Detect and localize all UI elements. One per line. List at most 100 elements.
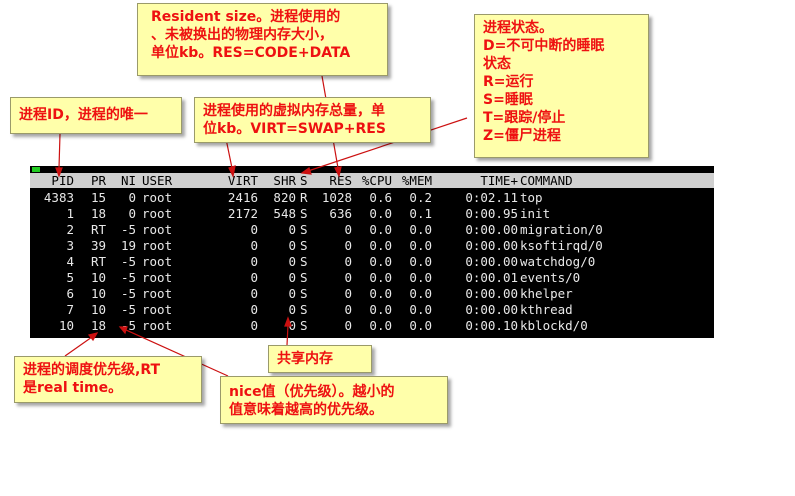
process-ni: -5 — [120, 318, 136, 333]
pid-callout: 进程ID，进程的唯一 — [10, 97, 182, 134]
process-pid: 4383 — [43, 190, 74, 205]
virt-callout-line: 位kb。VIRT=SWAP+RES — [203, 121, 386, 137]
process-pr: 18 — [90, 318, 106, 333]
process-mem: 0.0 — [409, 270, 432, 285]
shr-callout: 共享内存 — [268, 345, 372, 373]
res-callout-line: 单位kb。RES=CODE+DATA — [151, 45, 351, 61]
process-shr: 548 — [273, 206, 296, 221]
process-state: S — [300, 222, 308, 237]
process-command: kblockd/0 — [520, 318, 588, 333]
process-mem: 0.0 — [409, 302, 432, 317]
process-cpu: 0.0 — [369, 302, 392, 317]
process-shr: 0 — [288, 238, 296, 253]
pr-callout-line: 是real time。 — [23, 380, 123, 396]
process-state: S — [300, 238, 308, 253]
res-callout-line: Resident size。进程使用的 — [151, 9, 341, 25]
process-res: 0 — [344, 254, 352, 269]
ni-callout-line: nice值（优先级）。越小的 — [229, 384, 395, 400]
column-header-cpu: %CPU — [361, 173, 392, 188]
process-user: root — [142, 238, 173, 253]
pid-callout-line: 进程ID，进程的唯一 — [19, 107, 148, 123]
process-time: 0:00.10 — [465, 318, 518, 333]
process-command: init — [520, 206, 551, 221]
process-pid: 10 — [58, 318, 74, 333]
ni-callout-line: 值意味着越高的优先级。 — [229, 402, 383, 418]
process-res: 1028 — [321, 190, 352, 205]
process-cpu: 0.0 — [369, 206, 392, 221]
process-ni: -5 — [120, 254, 136, 269]
process-pr: 10 — [90, 270, 106, 285]
state-callout-line: 进程状态。 — [483, 20, 553, 36]
process-command: khelper — [520, 286, 573, 301]
process-pr: 39 — [90, 238, 106, 253]
column-header-pr: PR — [90, 173, 106, 188]
process-pr: 10 — [90, 286, 106, 301]
process-ni: -5 — [120, 286, 136, 301]
process-user: root — [142, 206, 173, 221]
process-virt: 0 — [250, 286, 258, 301]
ni-callout: nice值（优先级）。越小的值意味着越高的优先级。 — [220, 376, 448, 424]
process-mem: 0.0 — [409, 286, 432, 301]
process-shr: 0 — [288, 318, 296, 333]
process-res: 0 — [344, 302, 352, 317]
shr-callout-line: 共享内存 — [277, 351, 333, 367]
process-cpu: 0.0 — [369, 286, 392, 301]
process-time: 0:00.00 — [465, 254, 518, 269]
process-res: 0 — [344, 238, 352, 253]
process-state: S — [300, 254, 308, 269]
process-user: root — [142, 302, 173, 317]
process-pr: 10 — [90, 302, 106, 317]
process-res: 0 — [344, 318, 352, 333]
process-virt: 0 — [250, 254, 258, 269]
column-header-state: S — [300, 173, 308, 188]
state-callout-line: D=不可中断的睡眠 — [483, 38, 605, 54]
process-virt: 0 — [250, 318, 258, 333]
process-time: 0:00.95 — [465, 206, 518, 221]
process-mem: 0.1 — [409, 206, 432, 221]
process-command: events/0 — [520, 270, 581, 285]
process-command: watchdog/0 — [520, 254, 596, 269]
process-mem: 0.2 — [409, 190, 432, 205]
process-command: migration/0 — [520, 222, 603, 237]
process-shr: 0 — [288, 270, 296, 285]
process-cpu: 0.0 — [369, 238, 392, 253]
process-user: root — [142, 254, 173, 269]
process-virt: 0 — [250, 222, 258, 237]
process-shr: 0 — [288, 254, 296, 269]
process-cpu: 0.0 — [369, 318, 392, 333]
process-ni: -5 — [120, 222, 136, 237]
process-user: root — [142, 318, 173, 333]
process-state: S — [300, 270, 308, 285]
process-ni: 0 — [128, 206, 136, 221]
column-header-res: RES — [329, 173, 352, 188]
column-header-shr: SHR — [273, 173, 296, 188]
process-virt: 2416 — [227, 190, 258, 205]
process-virt: 0 — [250, 302, 258, 317]
process-pid: 1 — [66, 206, 74, 221]
process-pid: 7 — [66, 302, 74, 317]
process-shr: 0 — [288, 222, 296, 237]
process-virt: 0 — [250, 238, 258, 253]
process-cpu: 0.0 — [369, 270, 392, 285]
process-state: S — [300, 286, 308, 301]
column-header-mem: %MEM — [401, 173, 432, 188]
column-header-pid: PID — [51, 173, 74, 188]
process-mem: 0.0 — [409, 254, 432, 269]
virt-callout-line: 进程使用的虚拟内存总量，单 — [203, 103, 385, 119]
process-pr: 15 — [90, 190, 106, 205]
process-user: root — [142, 270, 173, 285]
process-ni: 0 — [128, 190, 136, 205]
process-shr: 820 — [273, 190, 296, 205]
process-pid: 2 — [66, 222, 74, 237]
process-state: S — [300, 206, 308, 221]
